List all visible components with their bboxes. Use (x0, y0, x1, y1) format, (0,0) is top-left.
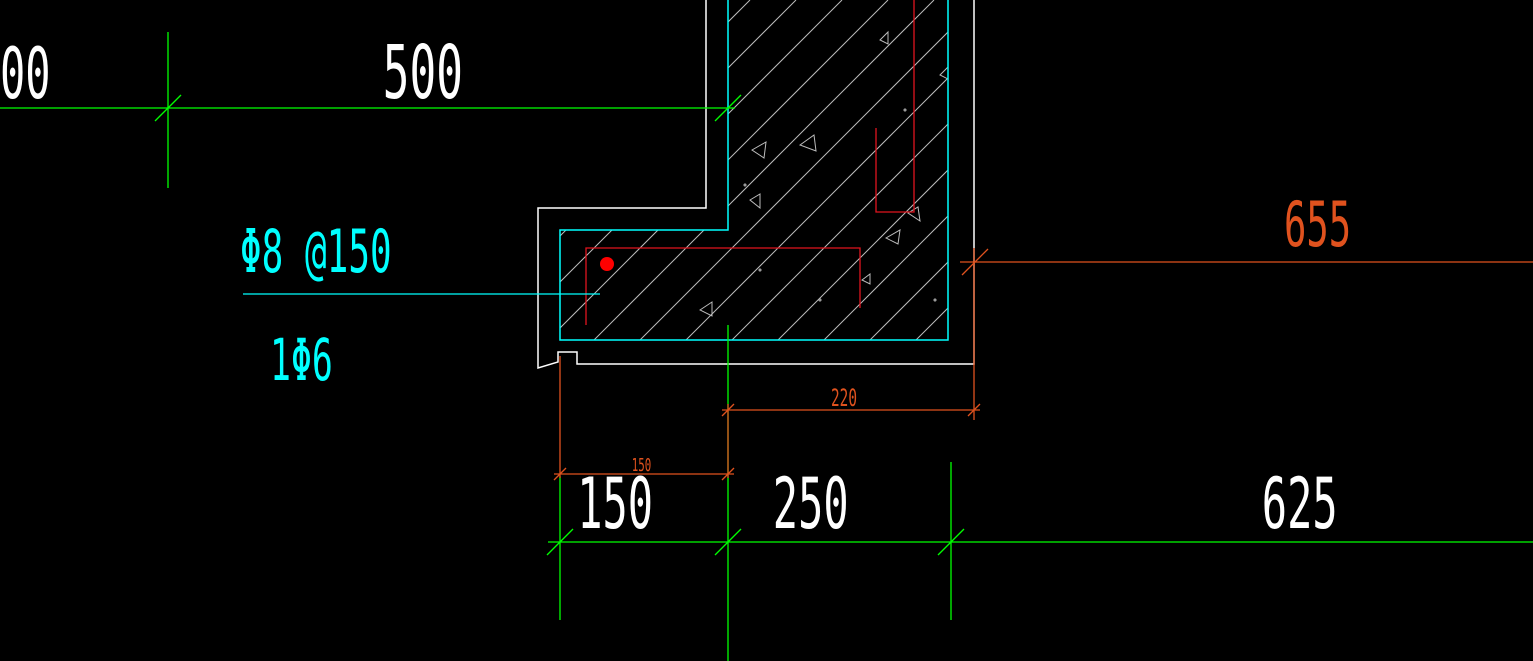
stirrup-label: Φ8 @150 (240, 216, 392, 286)
green-dimension-lines (0, 32, 1533, 661)
orange-dimension-lines (553, 248, 1533, 481)
dimension-150: 150 (577, 463, 653, 545)
dimension-top-partial: 00 (0, 33, 51, 115)
hatch-line (717, 0, 948, 340)
dimension-150-small: 150 (632, 455, 651, 476)
bar-label: 1Φ6 (270, 328, 333, 395)
hatch-line (671, 0, 948, 340)
dimension-625: 625 (1262, 463, 1338, 545)
dimension-220: 220 (831, 384, 857, 412)
dimension-250: 250 (773, 463, 849, 545)
cover-line[interactable] (559, 0, 949, 341)
hatch-line (809, 0, 948, 340)
dimension-655: 655 (1284, 190, 1351, 262)
hatch-line (579, 0, 948, 340)
hatch-line (763, 0, 948, 340)
hatch-line (625, 0, 948, 340)
hatch-line (560, 0, 935, 340)
hatch-line (855, 0, 948, 340)
top-bar-hook (875, 0, 915, 213)
rebar-lines[interactable] (585, 0, 915, 325)
bottom-bar-hook (585, 247, 861, 325)
aggregate-marks (699, 30, 948, 317)
member-outline[interactable] (537, 0, 975, 370)
dimension-500: 500 (383, 30, 463, 116)
rebar-dot[interactable] (600, 257, 614, 271)
